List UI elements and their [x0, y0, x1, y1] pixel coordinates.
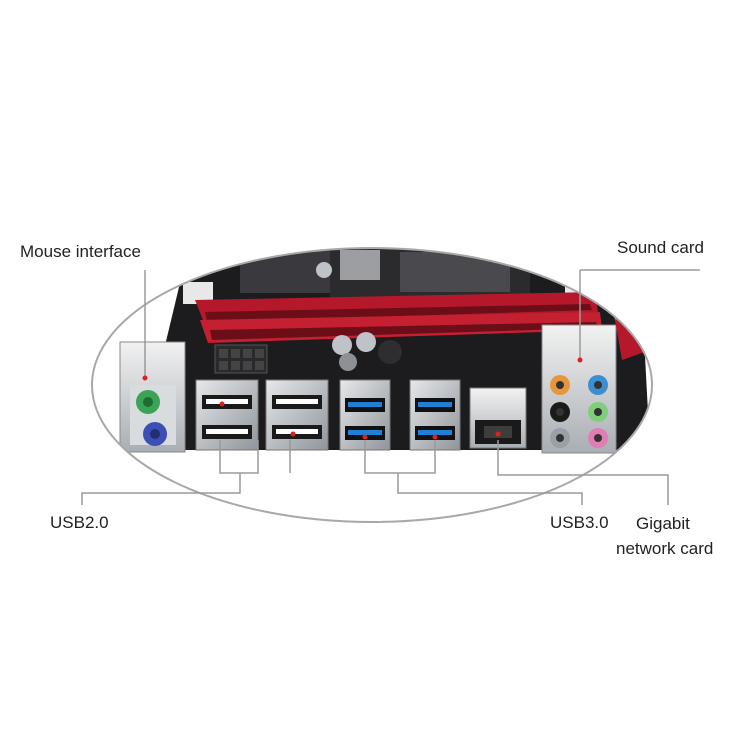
rj45-port — [469, 387, 527, 449]
oval-frame — [91, 247, 653, 523]
usb3-label: USB3.0 — [550, 513, 609, 532]
gigabit-label-line2: network card — [616, 539, 714, 558]
motherboard-photo — [92, 248, 652, 522]
usb2-port-stack-2 — [265, 379, 329, 451]
mouse-interface-label: Mouse interface — [20, 242, 141, 261]
gigabit-label-line1: Gigabit — [636, 514, 690, 533]
leader-lines — [81, 269, 700, 505]
audio-jack-block — [541, 324, 617, 454]
dimm-latch — [183, 282, 213, 304]
capacitor — [332, 335, 352, 355]
usb2-port-stack-1 — [195, 379, 259, 451]
usb2-label: USB2.0 — [50, 513, 109, 532]
callout-markers — [142, 357, 583, 440]
sound-card-label: Sound card — [617, 238, 704, 257]
